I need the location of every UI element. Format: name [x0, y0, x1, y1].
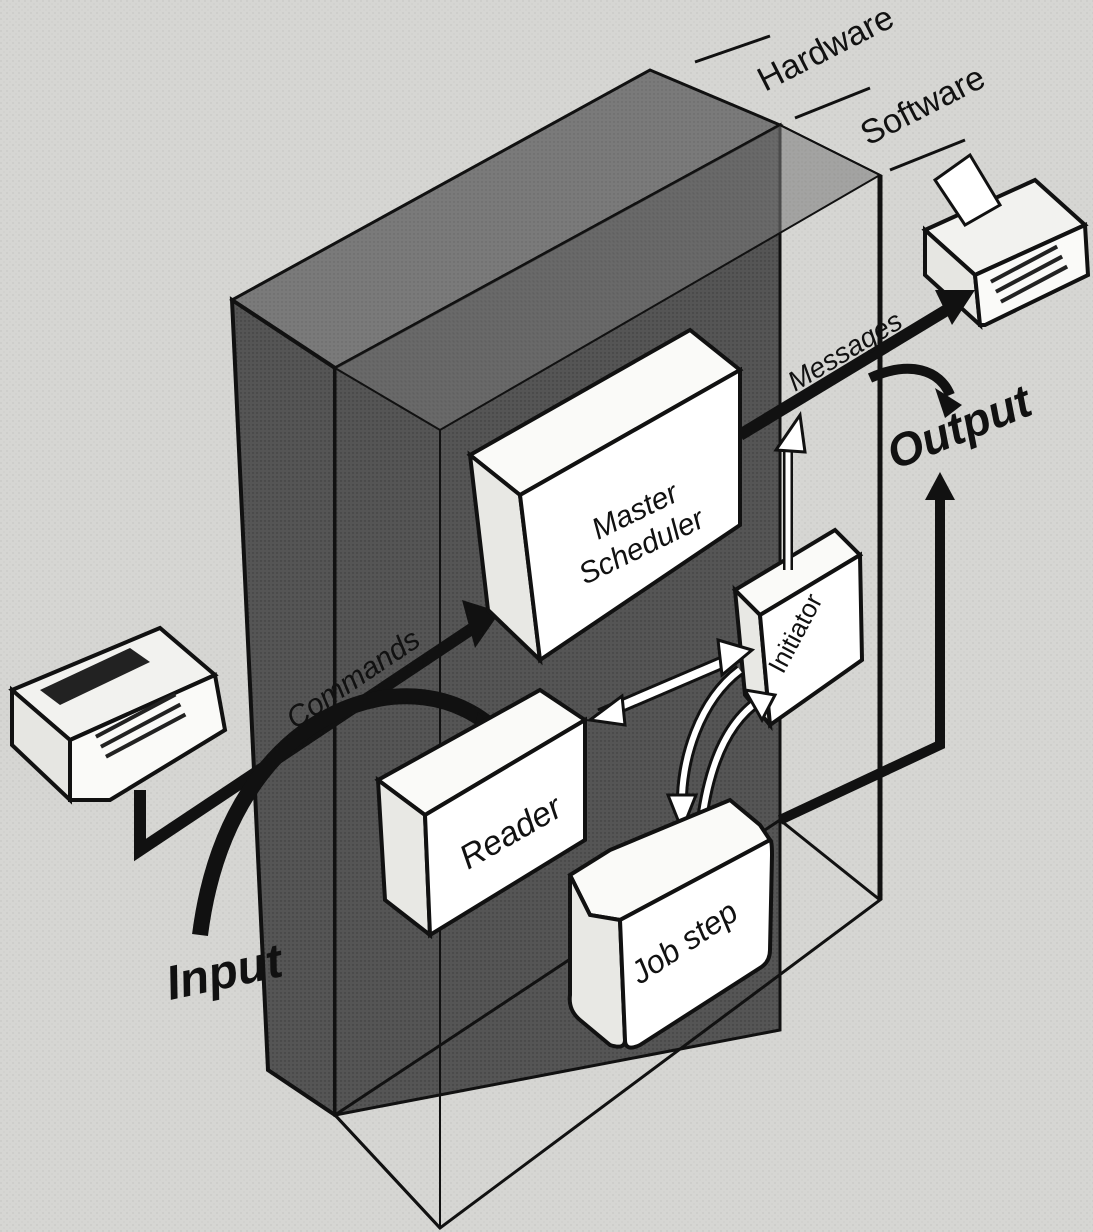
os-job-flow-diagram: Hardware Software — [0, 0, 1093, 1232]
